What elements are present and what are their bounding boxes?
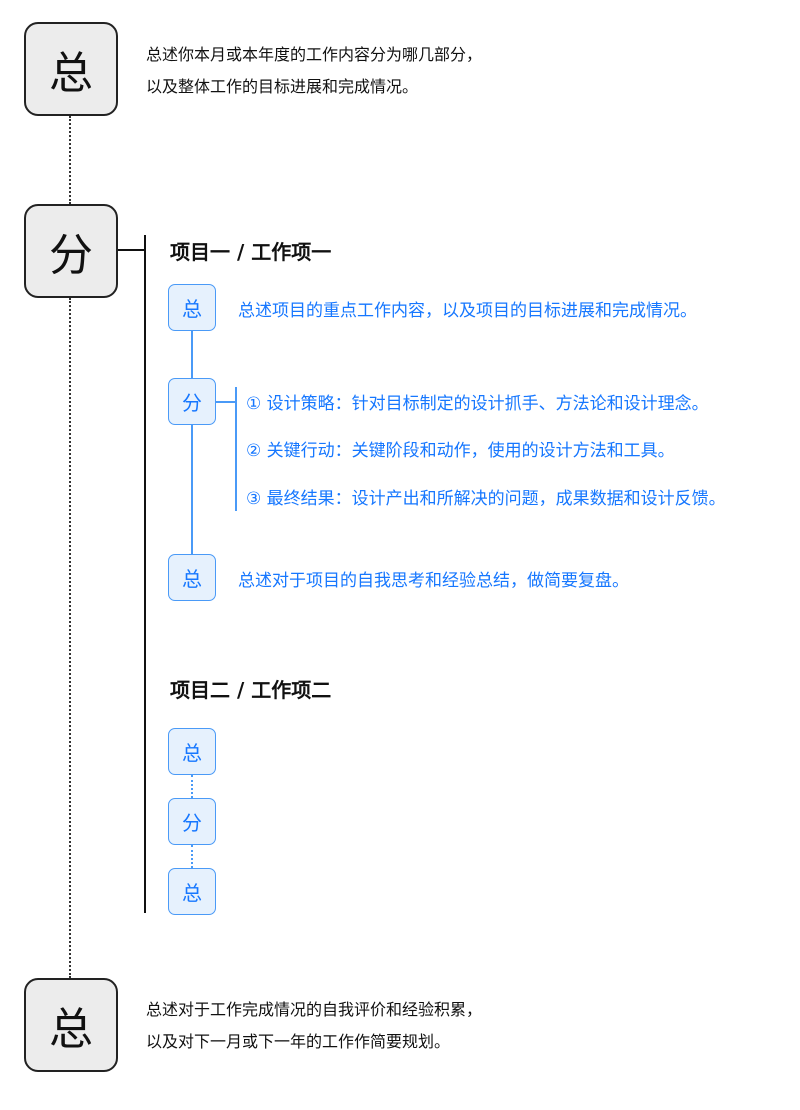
blue-dotted-connector <box>191 775 193 798</box>
summary-box-bottom: 总 <box>24 978 118 1072</box>
bracket-line <box>144 235 146 913</box>
connector-line <box>118 249 145 251</box>
summary-box-top: 总 <box>24 22 118 116</box>
project-1-summary-box: 总 <box>168 284 216 331</box>
project-1-conclusion-box: 总 <box>168 554 216 601</box>
project-2-conclusion-box: 总 <box>168 868 216 915</box>
project-1-intro: 总述项目的重点工作内容，以及项目的目标进展和完成情况。 <box>238 301 697 321</box>
blue-dotted-connector <box>191 845 193 868</box>
project-2-detail-box: 分 <box>168 798 216 845</box>
bottom-description: 总述对于工作完成情况的自我评价和经验积累，以及对下一月或下一年的工作作简要规划。 <box>146 1000 483 1051</box>
item-strategy: ① 设计策略：针对目标制定的设计抓手、方法论和设计理念。 <box>246 394 709 414</box>
project-2-title: 项目二 / 工作项二 <box>170 678 332 702</box>
item-results: ③ 最终结果：设计产出和所解决的问题，成果数据和设计反馈。 <box>246 489 726 509</box>
project-1-title: 项目一 / 工作项一 <box>170 240 332 264</box>
detail-box: 分 <box>24 204 118 298</box>
project-2-summary-box: 总 <box>168 728 216 775</box>
top-description: 总述你本月或本年度的工作内容分为哪几部分，以及整体工作的目标进展和完成情况。 <box>146 45 483 96</box>
dotted-connector <box>69 116 71 204</box>
blue-bracket <box>235 387 237 511</box>
project-1-outro: 总述对于项目的自我思考和经验总结，做简要复盘。 <box>238 571 629 591</box>
blue-connector <box>191 330 193 554</box>
blue-connector <box>216 401 236 403</box>
project-1-detail-box: 分 <box>168 378 216 425</box>
item-actions: ② 关键行动：关键阶段和动作，使用的设计方法和工具。 <box>246 441 675 461</box>
dotted-connector <box>69 298 71 978</box>
